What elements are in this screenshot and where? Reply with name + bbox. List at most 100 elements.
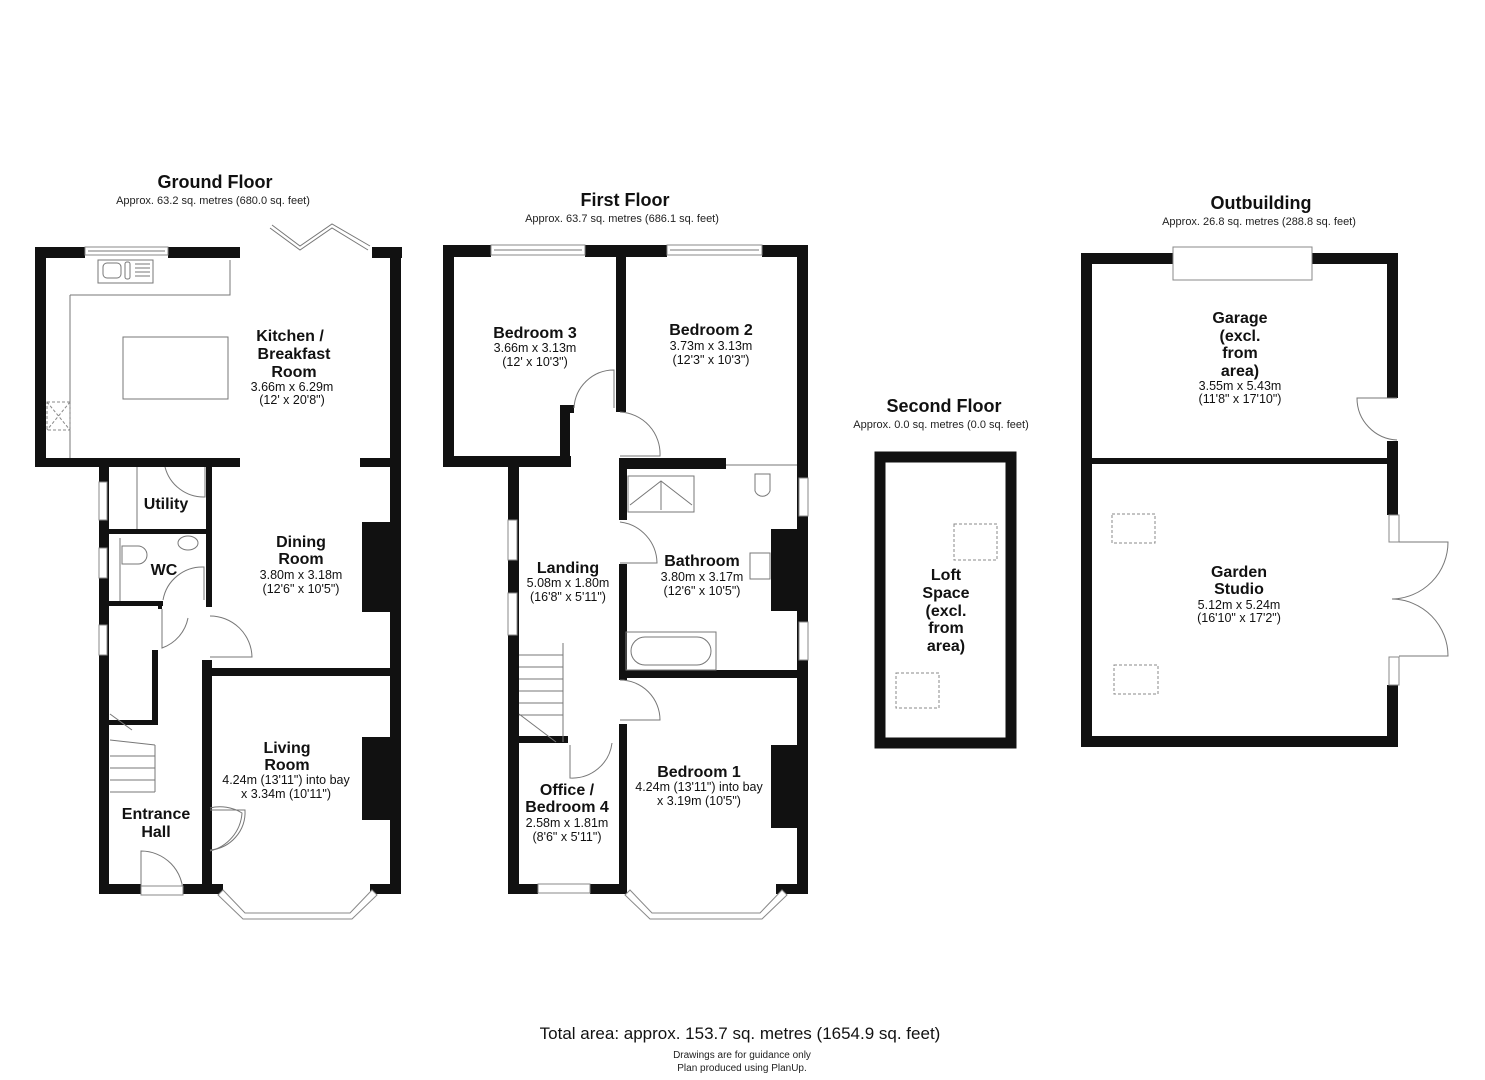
room-bedroom-3: Bedroom 3 3.66m x 3.13m (12' x 10'3")	[493, 325, 577, 369]
window	[798, 621, 809, 661]
door-swing	[162, 566, 205, 601]
room-bedroom-2: Bedroom 2 3.73m x 3.13m (12'3" x 10'3")	[669, 322, 753, 367]
door-swing	[164, 466, 206, 498]
svg-text:3.73m x 3.13m: 3.73m x 3.13m	[670, 339, 753, 353]
svg-text:(excl.: (excl.	[1220, 328, 1261, 345]
shower-tray-icon	[627, 475, 695, 513]
room-entrance-hall: Entrance Hall	[122, 806, 191, 841]
window	[798, 477, 809, 517]
door-swing	[619, 679, 661, 721]
door-swing	[619, 521, 658, 564]
svg-text:Office /: Office /	[540, 782, 595, 799]
window	[537, 883, 591, 894]
svg-text:Entrance: Entrance	[122, 806, 191, 823]
toilet-icon	[121, 545, 148, 565]
loft-walls	[874, 451, 1017, 749]
walls	[443, 245, 808, 894]
svg-text:4.24m (13'11") into bay: 4.24m (13'11") into bay	[222, 773, 350, 787]
svg-text:2.58m x 1.81m: 2.58m x 1.81m	[526, 816, 609, 830]
svg-text:Bedroom 4: Bedroom 4	[525, 799, 609, 816]
outbuilding: Outbuilding Approx. 26.8 sq. metres (288…	[1081, 193, 1449, 747]
bay-window	[217, 889, 378, 920]
floor-title: Outbuilding	[1211, 193, 1312, 213]
credit: Plan produced using PlanUp.	[677, 1063, 807, 1074]
window	[1388, 514, 1400, 543]
svg-text:Kitchen /: Kitchen /	[256, 328, 324, 345]
french-door	[1391, 541, 1449, 600]
svg-text:Utility: Utility	[144, 496, 189, 513]
svg-text:Landing: Landing	[537, 560, 599, 577]
staircase	[518, 643, 564, 743]
window	[507, 519, 518, 561]
svg-text:(12'6" x 10'5"): (12'6" x 10'5")	[664, 584, 741, 598]
door-swing	[209, 615, 253, 658]
room-loft-space: Loft Space (excl. from area)	[922, 567, 969, 655]
svg-text:(12' x 20'8"): (12' x 20'8")	[259, 393, 325, 407]
room-living: Living Room 4.24m (13'11") into bay x 3.…	[222, 740, 350, 801]
svg-text:Hall: Hall	[141, 824, 170, 841]
svg-text:area): area)	[927, 638, 965, 655]
room-landing: Landing 5.08m x 1.80m (16'8" x 5'11")	[527, 560, 610, 604]
svg-text:WC: WC	[151, 562, 178, 579]
svg-text:3.80m x 3.18m: 3.80m x 3.18m	[260, 568, 343, 582]
floor-title: First Floor	[581, 190, 670, 210]
floor-area: Approx. 0.0 sq. metres (0.0 sq. feet)	[853, 419, 1028, 431]
room-wc: WC	[151, 562, 178, 579]
footer: Total area: approx. 153.7 sq. metres (16…	[540, 1024, 941, 1074]
basin-icon	[749, 552, 771, 580]
disclaimer: Drawings are for guidance only	[673, 1050, 811, 1061]
svg-text:Bedroom 2: Bedroom 2	[669, 322, 753, 339]
svg-text:Room: Room	[264, 757, 309, 774]
svg-text:4.24m (13'11") into bay: 4.24m (13'11") into bay	[635, 780, 763, 794]
floor-area: Approx. 63.7 sq. metres (686.1 sq. feet)	[525, 213, 719, 225]
ground-floor: Ground Floor Approx. 63.2 sq. metres (68…	[35, 172, 402, 920]
walls	[35, 247, 402, 894]
svg-text:x 3.34m (10'11"): x 3.34m (10'11")	[241, 787, 331, 801]
floor-title: Second Floor	[886, 396, 1001, 416]
svg-text:5.08m x 1.80m: 5.08m x 1.80m	[527, 576, 610, 590]
front-door	[140, 850, 184, 895]
room-bathroom: Bathroom 3.80m x 3.17m (12'6" x 10'5")	[661, 553, 744, 598]
window	[1388, 656, 1400, 686]
roof-light-icon	[1113, 664, 1159, 695]
bifold-door	[269, 227, 369, 251]
french-door	[1391, 598, 1449, 657]
room-bedroom-1: Bedroom 1 4.24m (13'11") into bay x 3.19…	[635, 764, 763, 808]
svg-text:Room: Room	[278, 551, 323, 568]
bath-icon	[625, 631, 717, 671]
svg-text:5.12m x 5.24m: 5.12m x 5.24m	[1198, 598, 1281, 612]
hob-icon	[46, 401, 71, 431]
staircase	[109, 713, 156, 793]
second-floor: Second Floor Approx. 0.0 sq. metres (0.0…	[853, 396, 1029, 749]
svg-text:Space: Space	[922, 585, 969, 602]
room-utility: Utility	[144, 496, 189, 513]
svg-text:(12' x 10'3"): (12' x 10'3")	[502, 355, 568, 369]
window	[98, 624, 108, 656]
door-swing	[619, 411, 661, 457]
total-area: Total area: approx. 153.7 sq. metres (16…	[540, 1024, 941, 1043]
floor-area: Approx. 26.8 sq. metres (288.8 sq. feet)	[1162, 216, 1356, 228]
svg-text:Garage: Garage	[1212, 310, 1267, 327]
door-swing	[573, 369, 615, 409]
kitchen-worktop	[69, 260, 231, 458]
door-swing	[1356, 397, 1398, 441]
svg-text:Dining: Dining	[276, 534, 326, 551]
svg-text:3.66m x 6.29m: 3.66m x 6.29m	[251, 380, 334, 394]
door-swing	[161, 609, 189, 649]
svg-text:(8'6" x 5'11"): (8'6" x 5'11")	[532, 830, 601, 844]
svg-text:Loft: Loft	[931, 567, 962, 584]
floor-area: Approx. 63.2 sq. metres (680.0 sq. feet)	[116, 195, 310, 207]
sink-icon	[97, 259, 154, 284]
roof-light-icon	[953, 523, 998, 561]
svg-text:(16'10" x 17'2"): (16'10" x 17'2")	[1197, 611, 1281, 625]
floor-title: Ground Floor	[158, 172, 273, 192]
svg-text:Living: Living	[263, 740, 310, 757]
window	[98, 481, 108, 521]
roof-light-icon	[1111, 513, 1156, 544]
svg-text:(12'3" x 10'3"): (12'3" x 10'3")	[673, 353, 750, 367]
bay-window	[624, 889, 788, 920]
svg-text:(11'8" x 17'10"): (11'8" x 17'10")	[1199, 392, 1282, 406]
room-garden-studio: Garden Studio 5.12m x 5.24m (16'10" x 17…	[1197, 564, 1281, 625]
door-swing	[569, 742, 613, 779]
